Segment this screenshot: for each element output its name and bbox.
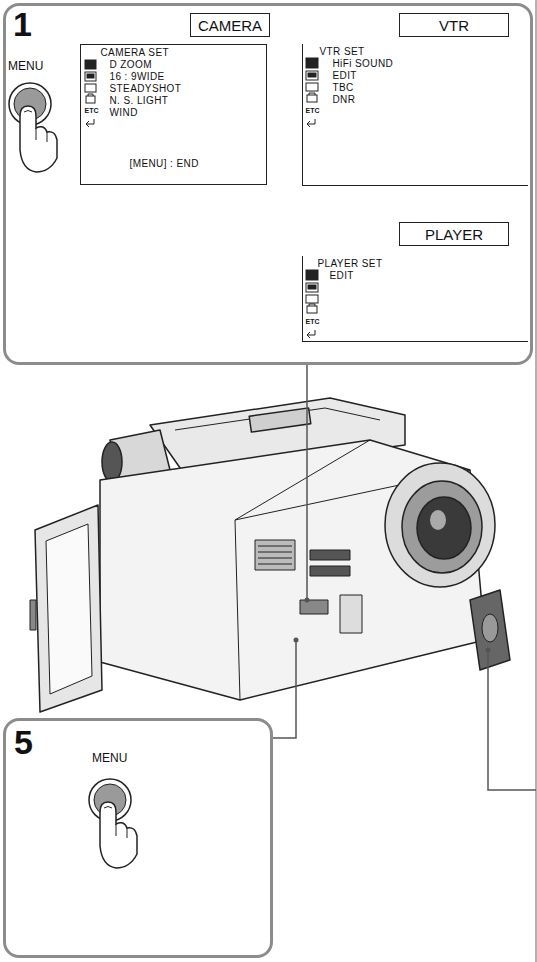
leader-dot bbox=[294, 638, 299, 643]
step-number: 5 bbox=[14, 724, 33, 761]
menu-screen: PLAYER SETEDIT ETC bbox=[302, 256, 528, 342]
menu-item: WIND bbox=[110, 107, 138, 118]
menu-button bbox=[89, 779, 137, 868]
menu-item: N. S. LIGHT bbox=[110, 95, 169, 106]
column-divider bbox=[536, 0, 537, 962]
mode-label-box: CAMERA bbox=[190, 13, 270, 37]
menu-item: D ZOOM bbox=[110, 59, 152, 70]
camcorder bbox=[30, 398, 510, 712]
icon-caption: ETC bbox=[85, 107, 99, 115]
icon-caption: ETC bbox=[306, 107, 320, 115]
menu-button bbox=[9, 83, 57, 172]
menu-item: CAMERA SET bbox=[101, 47, 169, 58]
menu-item: [MENU] : END bbox=[130, 158, 199, 169]
menu-item: 16 : 9WIDE bbox=[110, 71, 165, 82]
menu-icons bbox=[85, 58, 318, 338]
mode-label: VTR bbox=[439, 17, 469, 34]
menu-item: HiFi SOUND bbox=[333, 58, 394, 69]
menu-item: EDIT bbox=[333, 70, 357, 81]
icon-caption: ETC bbox=[306, 318, 320, 326]
leader-dot bbox=[305, 598, 310, 603]
step-panel: 5 bbox=[3, 718, 273, 958]
step-panel: 1 CAMERA VTR PLAYER CAMERA SETD ZOOM16 : 9WI… bbox=[3, 3, 533, 365]
button-label: MENU bbox=[92, 752, 127, 765]
menu-screen: CAMERA SETD ZOOM16 : 9WIDESTEADYSHOTN. S… bbox=[80, 44, 267, 185]
menu-item: EDIT bbox=[330, 270, 354, 281]
step-number: 1 bbox=[13, 6, 32, 43]
menu-item: TBC bbox=[333, 82, 354, 93]
menu-item: DNR bbox=[333, 94, 356, 105]
mode-label: PLAYER bbox=[425, 226, 483, 243]
leader-line bbox=[273, 365, 536, 790]
menu-item: STEADYSHOT bbox=[110, 83, 182, 94]
mode-label-box: VTR bbox=[399, 13, 509, 37]
menu-screen: VTR SETHiFi SOUNDEDITTBCDNR ETC bbox=[302, 44, 528, 186]
menu-item: VTR SET bbox=[320, 46, 365, 57]
leader-dot bbox=[486, 648, 491, 653]
mode-label-box: PLAYER bbox=[399, 222, 509, 246]
menu-item: PLAYER SET bbox=[318, 258, 383, 269]
mode-label: CAMERA bbox=[198, 17, 262, 34]
button-label: MENU bbox=[8, 60, 43, 73]
